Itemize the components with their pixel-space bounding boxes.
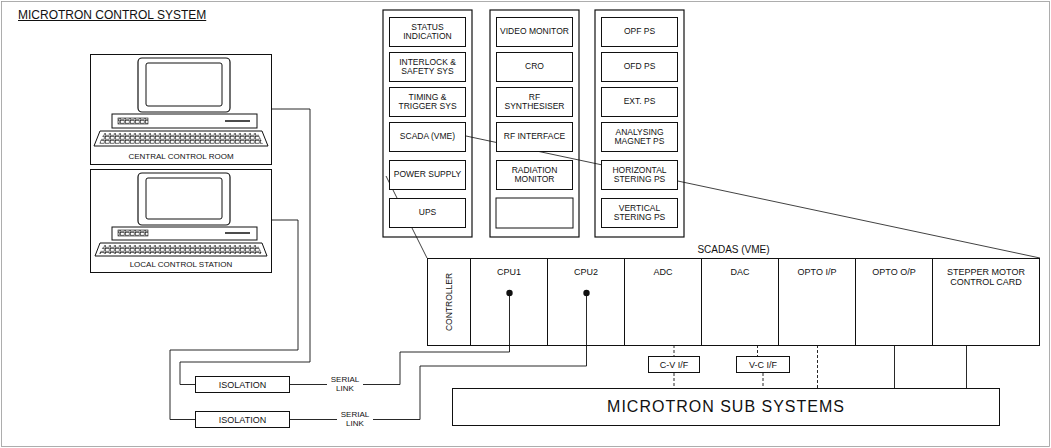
- isolation-box: ISOLATION: [195, 376, 290, 393]
- node-label: DAC: [730, 267, 749, 277]
- node-label: OPF PS: [624, 27, 655, 36]
- rack-module: ANALYSING MAGNET PS: [601, 122, 678, 152]
- node-label: CPU2: [574, 267, 598, 277]
- rack-module: INTERLOCK & SAFETY SYS: [389, 52, 466, 82]
- rack-module: CRO: [496, 52, 573, 82]
- connector: [817, 345, 818, 388]
- rack-module: OFD PS: [601, 52, 678, 82]
- isolation-box: ISOLATION: [195, 411, 290, 428]
- terminal-lead: [509, 293, 510, 345]
- rack-outline: [595, 10, 684, 237]
- edge-label: SERIAL LINK: [327, 376, 363, 393]
- node-label: LOCAL CONTROL STATION: [91, 260, 271, 269]
- connector: [180, 109, 310, 385]
- node-label: ISOLATION: [219, 415, 266, 425]
- vme-card: OPTO I/P: [779, 259, 856, 345]
- diagram-title: MICROTRON CONTROL SYSTEM: [18, 8, 206, 22]
- rack-module: RADIATION MONITOR: [496, 160, 573, 190]
- node-label: CRO: [525, 62, 544, 71]
- controller-card: CONTROLLER: [428, 259, 471, 345]
- connector: [674, 345, 675, 356]
- connector: [966, 345, 967, 388]
- vme-card: STEPPER MOTOR CONTROL CARD: [933, 259, 1039, 345]
- vme-card: OPTO O/P: [856, 259, 933, 345]
- node-label: SCADA (VME): [400, 132, 455, 141]
- edge-label: SERIAL LINK: [337, 411, 373, 428]
- node-label: OPTO I/P: [798, 267, 837, 277]
- rack-module: TIMING & TRIGGER SYS: [389, 87, 466, 117]
- rack-module: HORIZONTAL STERING PS: [601, 160, 678, 190]
- rack-module: UPS: [389, 198, 466, 228]
- node-label: C-V I/F: [660, 360, 689, 370]
- rack-module: OPF PS: [601, 17, 678, 47]
- node-label: HORIZONTAL STERING PS: [604, 166, 675, 185]
- node-label: MICROTRON SUB SYSTEMS: [607, 398, 845, 416]
- node-label: V-C I/F: [749, 360, 777, 370]
- rack-module: STATUS INDICATION: [389, 17, 466, 47]
- node-label: STATUS INDICATION: [392, 23, 463, 42]
- computer-icon: [94, 58, 268, 146]
- vme-card: CPU2: [548, 259, 625, 345]
- vme-crate: SCADAS (VME)CONTROLLERCPU1CPU2ADCDACOPTO…: [427, 258, 1040, 346]
- node-label: CPU1: [497, 267, 521, 277]
- node-label: CENTRAL CONTROL ROOM: [91, 152, 271, 161]
- connector: [757, 345, 758, 356]
- node-label: ANALYSING MAGNET PS: [604, 128, 675, 147]
- interface-box: V-C I/F: [736, 356, 790, 373]
- vme-card: DAC: [702, 259, 779, 345]
- subsystems-box: MICROTRON SUB SYSTEMS: [452, 388, 1000, 426]
- node-label: VERTICAL STERING PS: [604, 204, 675, 223]
- connector: [170, 220, 298, 420]
- node-label: SCADAS (VME): [428, 244, 1039, 255]
- connector: [763, 373, 764, 388]
- rack-outline: [490, 10, 579, 237]
- node-label: TIMING & TRIGGER SYS: [392, 93, 463, 112]
- terminal-dot: [583, 290, 589, 296]
- node-label: RADIATION MONITOR: [499, 166, 570, 185]
- connector: [674, 373, 675, 388]
- node-label: POWER SUPPLY: [394, 170, 461, 179]
- terminal-lead: [586, 293, 587, 345]
- vme-card: ADC: [625, 259, 702, 345]
- computer-frame: CENTRAL CONTROL ROOM: [90, 54, 272, 165]
- empty-slot: [496, 198, 573, 228]
- node-label: INTERLOCK & SAFETY SYS: [392, 58, 463, 77]
- rack-module: VIDEO MONITOR: [496, 17, 573, 47]
- interface-box: C-V I/F: [648, 356, 700, 373]
- rack-module: SCADA (VME): [389, 122, 466, 152]
- node-label: OFD PS: [624, 62, 656, 71]
- rack-module: POWER SUPPLY: [389, 160, 466, 190]
- node-label: STEPPER MOTOR CONTROL CARD: [947, 267, 1025, 287]
- zoom-line: [466, 136, 1040, 258]
- computer-frame: LOCAL CONTROL STATION: [90, 169, 272, 273]
- node-label: RF SYNTHESISER: [499, 93, 570, 112]
- computer-icon: [95, 173, 267, 256]
- node-label: CONTROLLER: [444, 273, 454, 331]
- rack-outline: [383, 10, 472, 237]
- node-label: OPTO O/P: [872, 267, 915, 277]
- vme-card: CPU1: [471, 259, 548, 345]
- connector: [290, 345, 510, 385]
- terminal-dot: [506, 290, 512, 296]
- node-label: ISOLATION: [219, 380, 266, 390]
- node-label: VIDEO MONITOR: [500, 27, 569, 36]
- rack-module: VERTICAL STERING PS: [601, 198, 678, 228]
- node-label: ADC: [653, 267, 672, 277]
- node-label: UPS: [419, 208, 436, 217]
- rack-module: RF SYNTHESISER: [496, 87, 573, 117]
- rack-module: RF INTERFACE: [496, 122, 573, 152]
- connector: [894, 345, 895, 388]
- rack-module: EXT. PS: [601, 87, 678, 117]
- node-label: RF INTERFACE: [504, 132, 565, 141]
- node-label: EXT. PS: [624, 97, 656, 106]
